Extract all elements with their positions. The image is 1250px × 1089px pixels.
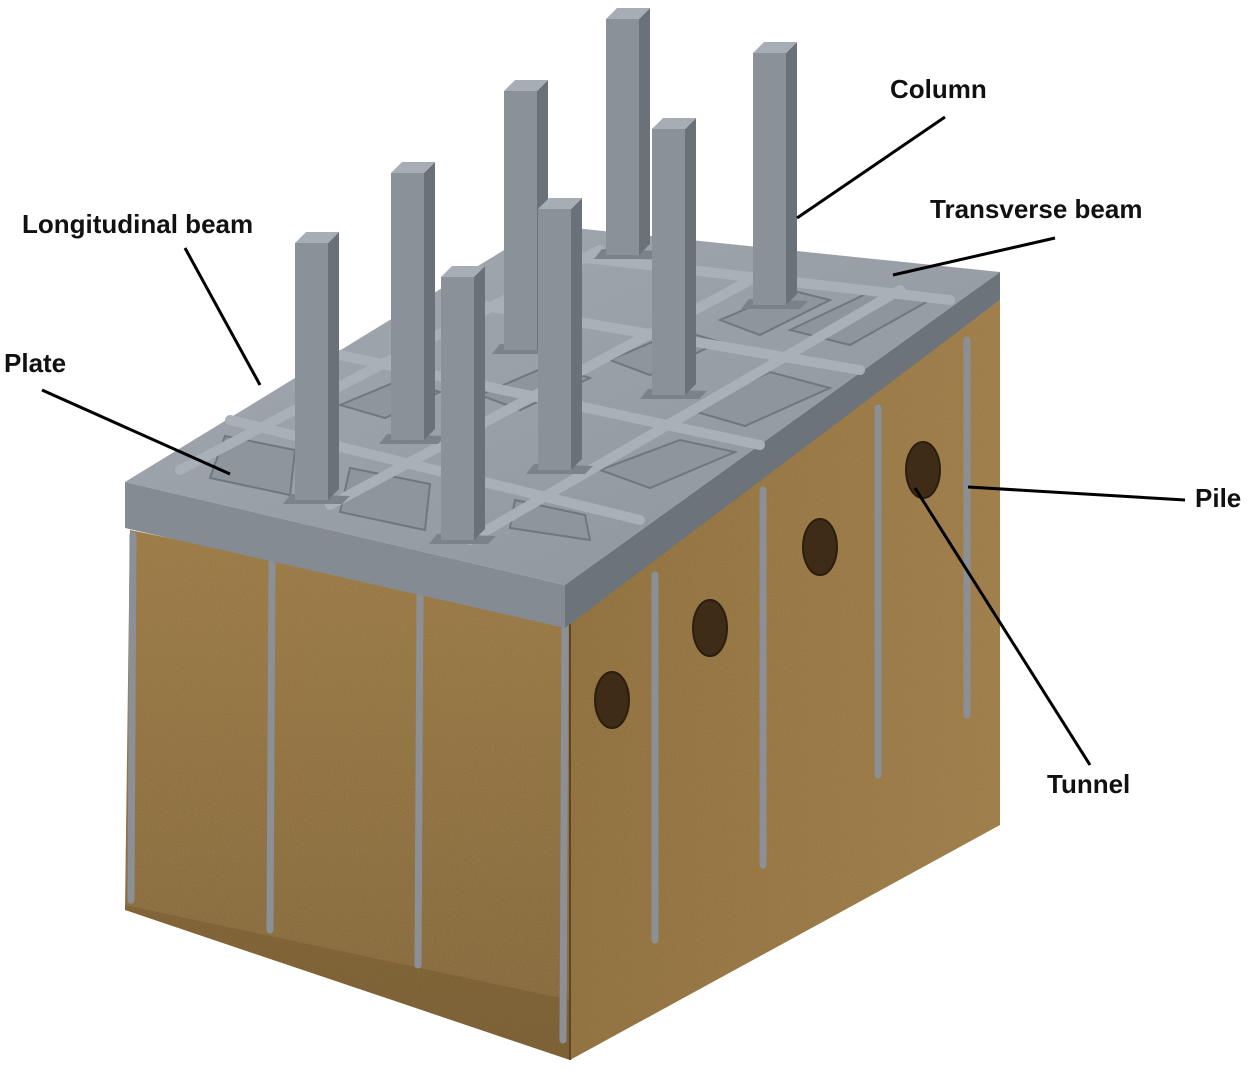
piles (127, 336, 971, 1044)
pile (127, 531, 137, 904)
leader-column (796, 115, 946, 220)
column-top-face (652, 118, 696, 129)
cell (208, 434, 297, 497)
column-top-face (295, 232, 339, 243)
labels: Column Transverse beam Longitudinal beam… (4, 74, 1241, 799)
leader-pile (967, 485, 1186, 502)
column-top-face (504, 80, 548, 91)
tunnel-hole (594, 671, 630, 729)
column (526, 198, 593, 474)
column (594, 8, 661, 259)
tunnel-hole (692, 599, 728, 657)
label-longitudinal-beam: Longitudinal beam (22, 209, 253, 239)
column-top-face (606, 8, 650, 19)
leader-lines (41, 115, 1186, 766)
column-side-face (328, 232, 339, 500)
column-front-face (538, 209, 571, 470)
columns (283, 8, 808, 544)
tunnel-hole (905, 441, 941, 499)
column-front-face (441, 277, 474, 540)
label-column: Column (890, 74, 987, 104)
pile (266, 558, 276, 934)
column-front-face (606, 19, 639, 255)
column (640, 118, 707, 399)
pile (414, 586, 424, 969)
tunnel-hole (802, 518, 838, 576)
soil-block (125, 300, 1000, 1060)
column-front-face (391, 173, 424, 440)
column-front-face (652, 129, 685, 395)
label-transverse-beam: Transverse beam (930, 194, 1142, 224)
column-top-face (538, 198, 582, 209)
column (429, 266, 496, 544)
label-tunnel: Tunnel (1047, 769, 1130, 799)
pile (559, 618, 569, 1044)
column-top-face (441, 266, 485, 277)
column-side-face (571, 198, 582, 470)
column-side-face (474, 266, 485, 540)
column-top-face (753, 42, 797, 53)
column-front-face (504, 91, 537, 350)
label-pile: Pile (1195, 483, 1241, 513)
soil-front-texture (125, 530, 570, 1060)
column-side-face (639, 8, 650, 255)
plate-side-edge (565, 272, 1000, 628)
soil-side-texture (570, 300, 1000, 1060)
leader-plate (41, 388, 231, 476)
column-top-face (391, 162, 435, 173)
column (741, 42, 808, 309)
label-plate: Plate (4, 348, 66, 378)
column-front-face (295, 243, 328, 500)
leader-tunnel (913, 487, 1092, 766)
column (379, 162, 446, 444)
column-front-face (753, 53, 786, 305)
column (283, 232, 350, 504)
tunnels (594, 441, 941, 729)
plate-front-edge (125, 482, 565, 628)
column-side-face (786, 42, 797, 305)
cell (597, 438, 739, 490)
leader-transverse-beam (892, 236, 1056, 277)
soil-base-band (125, 905, 570, 1060)
leader-longitudinal-beam (183, 247, 262, 386)
column-side-face (424, 162, 435, 440)
column-side-face (685, 118, 696, 395)
